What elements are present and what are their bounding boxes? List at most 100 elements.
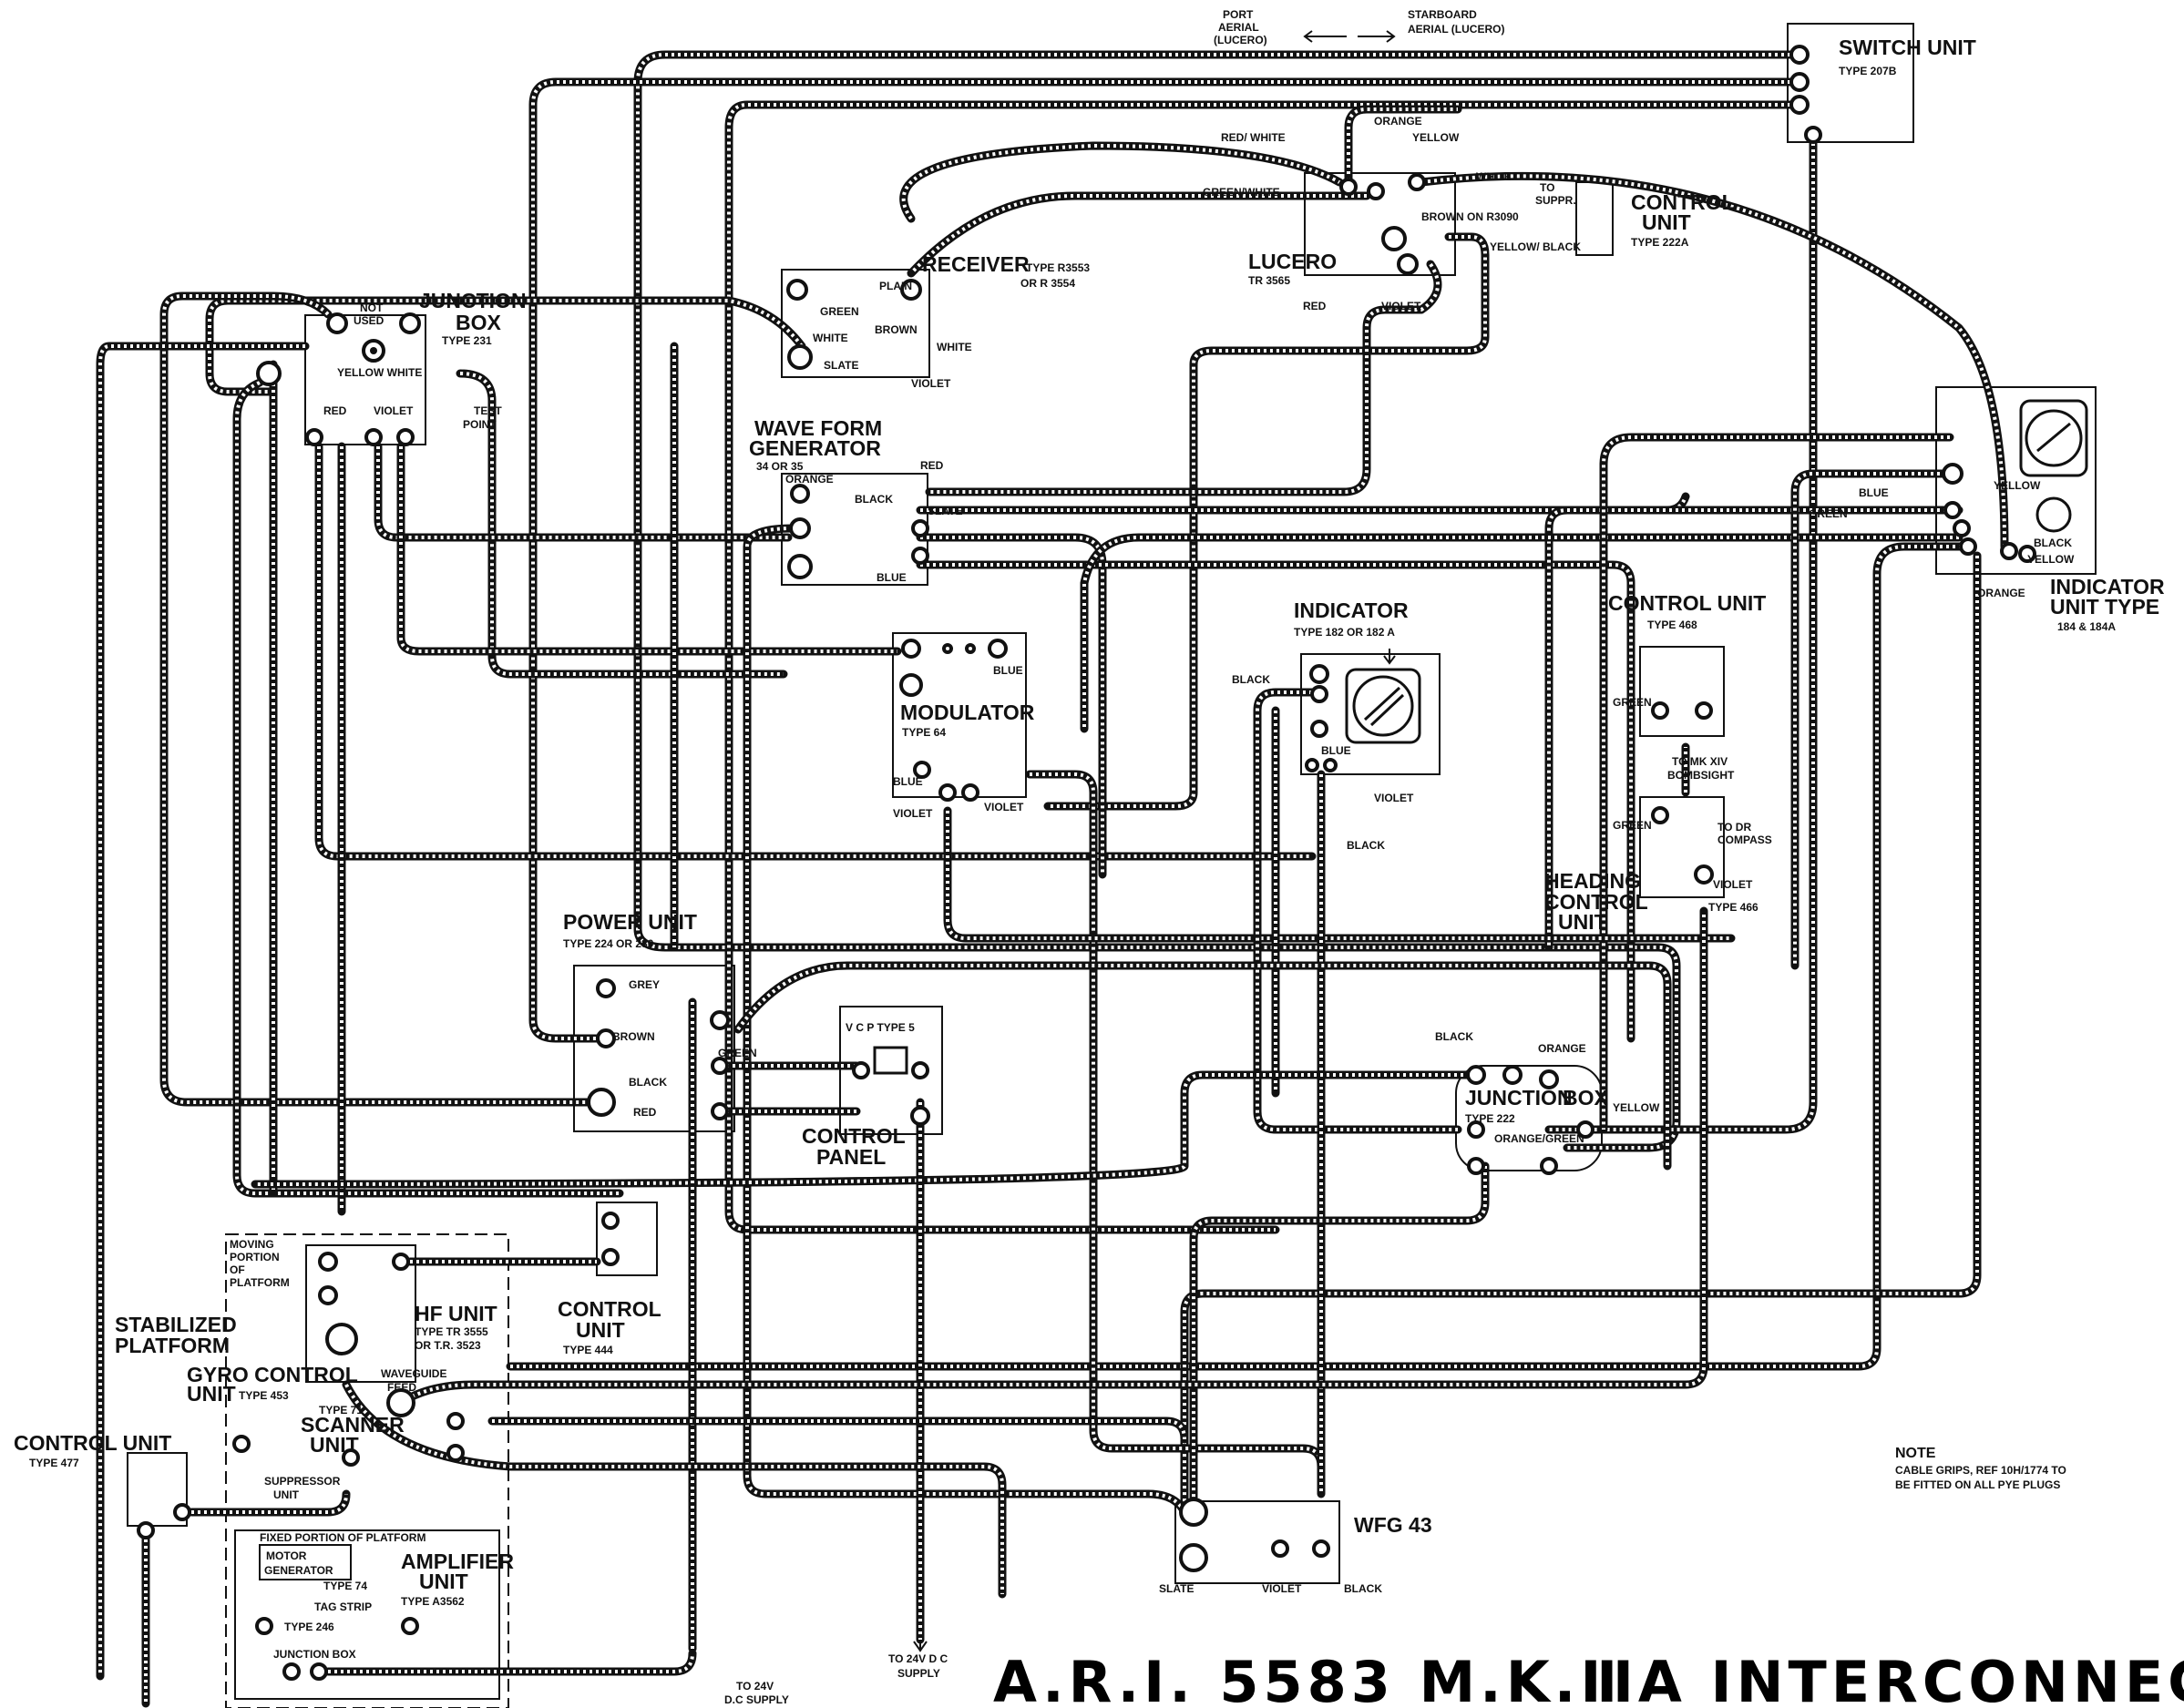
wire-test: TEST <box>474 404 502 417</box>
motor-generator-box <box>259 1544 352 1580</box>
scanner-name2: UNIT <box>310 1433 359 1457</box>
wire-violet-mod: VIOLET <box>893 807 933 820</box>
wire-violet-heading: VIOLET <box>1713 878 1753 891</box>
wire-yellow: YELLOW <box>1412 131 1460 144</box>
motor-name1: MOTOR <box>266 1549 307 1562</box>
aerial-labels: PORT AERIAL (LUCERO) STARBOARD AERIAL (L… <box>1214 8 1504 46</box>
tagstrip-type: TYPE 246 <box>284 1621 334 1633</box>
wire-not: NOT <box>360 302 384 314</box>
indicator-184-type: 184 & 184A <box>2057 620 2116 633</box>
control-unit-222a-box <box>1575 181 1614 256</box>
control-222a-name1: CONTROL <box>1631 190 1735 214</box>
lucero-type: TR 3565 <box>1248 274 1290 287</box>
junction-box-small-name: JUNCTION BOX <box>273 1648 356 1661</box>
modulator-type: TYPE 64 <box>902 726 946 739</box>
wire-orange: ORANGE <box>1374 115 1422 128</box>
suppressor-name2: UNIT <box>273 1488 300 1501</box>
heading-name3: UNIT <box>1558 910 1607 934</box>
supply-24v-1: TO 24V D C <box>888 1652 948 1665</box>
wire-blue-mod: BLUE <box>993 664 1023 677</box>
stabilized-platform-outline <box>225 1233 509 1708</box>
wire-green-power: GREEN <box>718 1047 757 1059</box>
vcp-panel2: PANEL <box>816 1145 886 1169</box>
wire-red-power: RED <box>633 1106 657 1119</box>
control-444-type: TYPE 444 <box>563 1344 613 1356</box>
heading-type: TYPE 466 <box>1708 901 1758 914</box>
control-444-name2: UNIT <box>576 1318 625 1342</box>
control-222a-name2: UNIT <box>1642 210 1691 234</box>
unit-labels: SWITCH UNIT TYPE 207B CONTROL UNIT TYPE … <box>14 36 2165 1661</box>
wire-blue-wfg: BLUE <box>877 571 907 584</box>
wire-slate-rcv: SLATE <box>824 359 858 372</box>
port-aerial-3: (LUCERO) <box>1214 34 1267 46</box>
waveguide-l2: FEED <box>387 1381 416 1394</box>
wire-white-rcv2: WHITE <box>937 341 972 353</box>
motor-type: TYPE 74 <box>323 1580 367 1592</box>
modulator-name: MODULATOR <box>900 701 1035 724</box>
vcp-panel1: CONTROL <box>802 1124 906 1148</box>
wire-black-power: BLACK <box>629 1076 667 1089</box>
amplifier-type: TYPE A3562 <box>401 1595 465 1608</box>
wire-green-heading: GREEN <box>1613 819 1652 832</box>
control-477-type: TYPE 477 <box>29 1457 79 1469</box>
diagram-title: A.R.I. 5583 M.K.ⅢA INTERCONNECTIONS <box>993 1649 2184 1708</box>
gyro-name1: GYRO CONTROL <box>187 1363 358 1386</box>
wire-green-rcv: GREEN <box>820 305 859 318</box>
heading-name2: CONTROL <box>1544 890 1648 914</box>
note-line-2: BE FITTED ON ALL PYE PLUGS <box>1895 1478 2060 1491</box>
indicator-184-name2: UNIT TYPE <box>2050 595 2159 619</box>
wire-black-wfg43: BLACK <box>1344 1582 1382 1595</box>
wire-slate-wfg: SLATE <box>928 505 962 517</box>
gyro-type: TYPE 453 <box>239 1389 289 1402</box>
hf-unit-type2: OR T.R. 3523 <box>415 1339 481 1352</box>
scanner-type: TYPE 71 <box>319 1404 363 1417</box>
wire-violet-rcv: VIOLET <box>911 377 951 390</box>
wire-green-white: GREEN/WHITE <box>1203 186 1280 199</box>
supply-labels: TO 24V D C SUPPLY TO 24V D.C SUPPLY <box>724 1652 948 1706</box>
wire-bombsight: BOMBSIGHT <box>1667 769 1735 782</box>
indicator-182-name: INDICATOR <box>1294 598 1409 622</box>
wire-orange-184: ORANGE <box>1977 587 2025 599</box>
power-unit-name: POWER UNIT <box>563 910 697 934</box>
wire-blue-184: BLUE <box>1859 486 1889 499</box>
switch-unit-name: SWITCH UNIT <box>1839 36 1976 59</box>
wire-white-rcv: WHITE <box>813 332 848 344</box>
receiver-type1: TYPE R3553 <box>1026 261 1090 274</box>
junction-231-name2: BOX <box>456 311 502 334</box>
wire-yellow-white: YELLOW WHITE <box>337 366 422 379</box>
indicator-184-name1: INDICATOR <box>2050 575 2165 598</box>
wire-brown-on: BROWN ON R3090 <box>1421 210 1519 223</box>
junction-222-name1: JUNCTION <box>1465 1086 1573 1110</box>
wire-to-mk14: TO MK XIV <box>1672 755 1728 768</box>
connectors <box>137 45 2036 1681</box>
waveguide-l1: WAVEGUIDE <box>381 1367 446 1380</box>
moving-l2: PORTION <box>230 1251 280 1263</box>
junction-231-type: TYPE 231 <box>442 334 492 347</box>
wire-red-wfg: RED <box>920 459 944 472</box>
hf-unit-type1: TYPE TR 3555 <box>415 1325 488 1338</box>
lucero-name: LUCERO <box>1248 250 1337 273</box>
wire-yellow-184b: YELLOW <box>2027 553 2075 566</box>
wire-violet-mod2: VIOLET <box>984 801 1024 813</box>
wire-brown-power: BROWN <box>612 1030 655 1043</box>
wire-to-dr: TO DR <box>1717 821 1751 834</box>
wfg-type: 34 OR 35 <box>756 460 804 473</box>
wire-black-ind: BLACK <box>1232 673 1270 686</box>
wfg-name2: GENERATOR <box>749 436 881 460</box>
switch-unit-type: TYPE 207B <box>1839 65 1897 77</box>
gyro-name2: UNIT <box>187 1382 236 1406</box>
wire-orange-green: ORANGE/GREEN <box>1494 1132 1584 1145</box>
wire-orange-wfg: ORANGE <box>785 473 834 486</box>
wire-yellow-184: YELLOW <box>1994 479 2041 492</box>
suppressor-name1: SUPPRESSOR <box>264 1475 341 1488</box>
control-468-name: CONTROL UNIT <box>1608 591 1766 615</box>
wire-to: TO <box>1540 181 1554 194</box>
junction-box-231-box <box>304 314 426 445</box>
wire-violet-lucero: VIOLET <box>1381 300 1421 312</box>
wire-point: POINT <box>463 418 497 431</box>
wire-violet-jb: VIOLET <box>374 404 414 417</box>
tagstrip-name: TAG STRIP <box>314 1601 372 1613</box>
unit-boxes <box>127 23 2097 1708</box>
control-222a-type: TYPE 222A <box>1631 236 1689 249</box>
control-unit-468-box <box>1639 646 1725 737</box>
